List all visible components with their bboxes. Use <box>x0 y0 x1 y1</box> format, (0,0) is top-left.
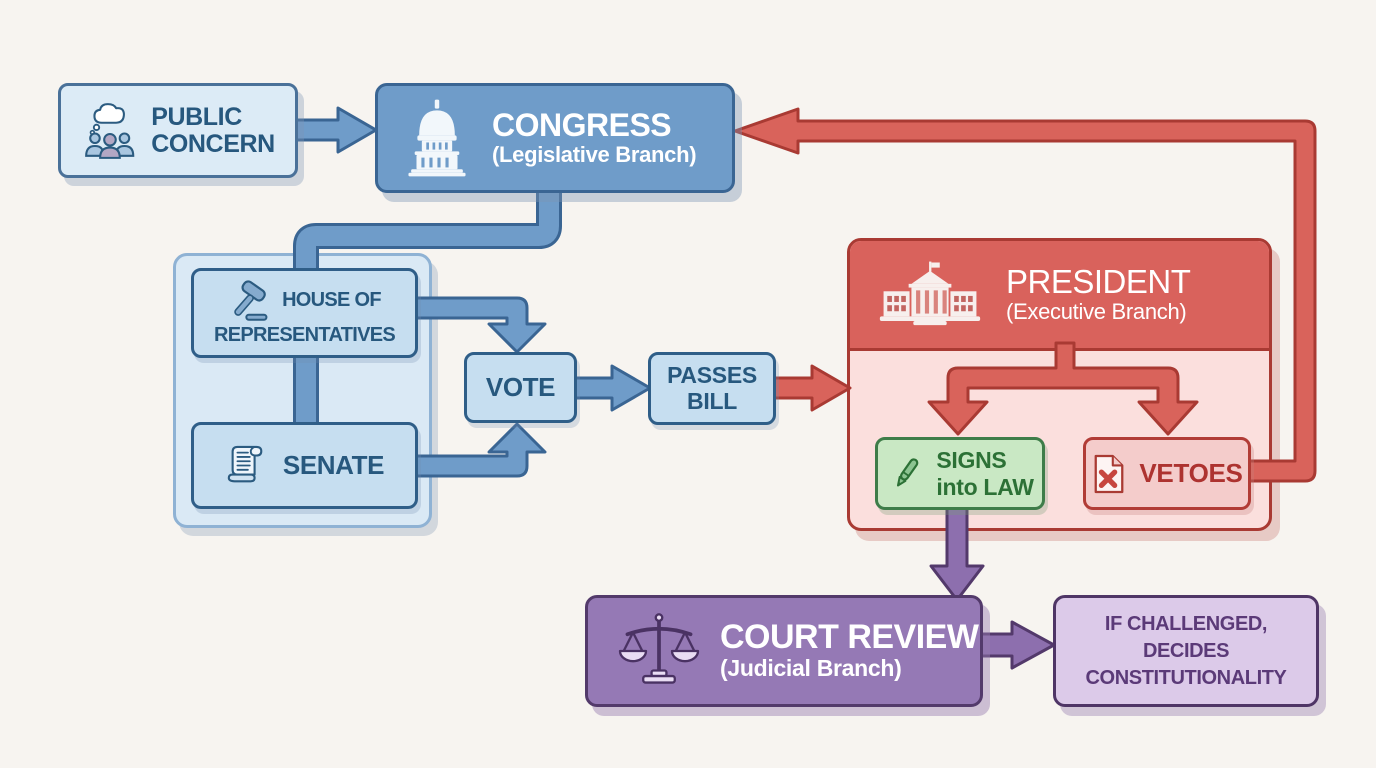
scales-icon <box>618 613 700 684</box>
public-concern-line2: CONCERN <box>151 129 275 158</box>
court-review-subtitle: (Judicial Branch) <box>720 655 902 682</box>
house-line2: REPRESENTATIVES <box>213 323 396 346</box>
president-header: PRESIDENT (Executive Branch) <box>850 241 1269 351</box>
node-court-review: COURT REVIEW (Judicial Branch) <box>585 595 983 707</box>
gavel-icon <box>234 279 268 321</box>
congress-subtitle: (Legislative Branch) <box>492 142 697 168</box>
people-thought-icon <box>85 102 135 159</box>
president-subtitle: (Executive Branch) <box>1006 299 1187 325</box>
edge-public-concern-to-congress <box>292 106 378 154</box>
veto-document-icon <box>1094 454 1124 493</box>
node-vetoes: VETOES <box>1083 437 1251 510</box>
passes-bill-line1: PASSES <box>667 361 757 388</box>
senate-label: SENATE <box>282 450 385 480</box>
node-signs-into-law: SIGNS into LAW <box>875 437 1045 510</box>
node-passes-bill: PASSES BILL <box>648 352 776 425</box>
node-congress: CONGRESS (Legislative Branch) <box>375 83 735 193</box>
public-concern-line1: PUBLIC <box>151 102 242 131</box>
if-challenged-line3: CONSTITUTIONALITY <box>1085 666 1287 689</box>
if-challenged-line1: IF CHALLENGED, <box>1104 612 1268 635</box>
edge-senate-to-vote <box>412 422 547 478</box>
house-line1: HOUSE OF <box>282 289 382 311</box>
president-title: PRESIDENT <box>1006 262 1191 300</box>
vote-label: VOTE <box>485 372 556 402</box>
edge-passes-bill-to-president <box>770 364 852 412</box>
signs-line1: SIGNS <box>936 447 1007 474</box>
pen-icon <box>897 457 919 486</box>
node-vote: VOTE <box>464 352 577 423</box>
congress-title: CONGRESS <box>492 106 672 143</box>
node-senate: SENATE <box>191 422 418 509</box>
white-house-icon <box>879 261 981 325</box>
signs-line2: into LAW <box>936 473 1034 500</box>
if-challenged-line2: DECIDES <box>1142 639 1230 662</box>
capitol-icon <box>408 99 466 177</box>
node-public-concern: PUBLIC CONCERN <box>58 83 298 178</box>
edge-vote-to-passes-bill <box>571 364 652 412</box>
court-review-title: COURT REVIEW <box>720 617 979 656</box>
edge-house-to-vote <box>412 296 547 354</box>
scroll-icon <box>227 445 263 482</box>
passes-bill-line2: BILL <box>687 387 737 414</box>
edge-court-review-to-if-challenged <box>977 620 1056 670</box>
vetoes-label: VETOES <box>1139 458 1243 488</box>
node-house: HOUSE OF REPRESENTATIVES <box>191 268 418 358</box>
node-if-challenged: IF CHALLENGED, DECIDES CONSTITUTIONALITY <box>1053 595 1319 707</box>
